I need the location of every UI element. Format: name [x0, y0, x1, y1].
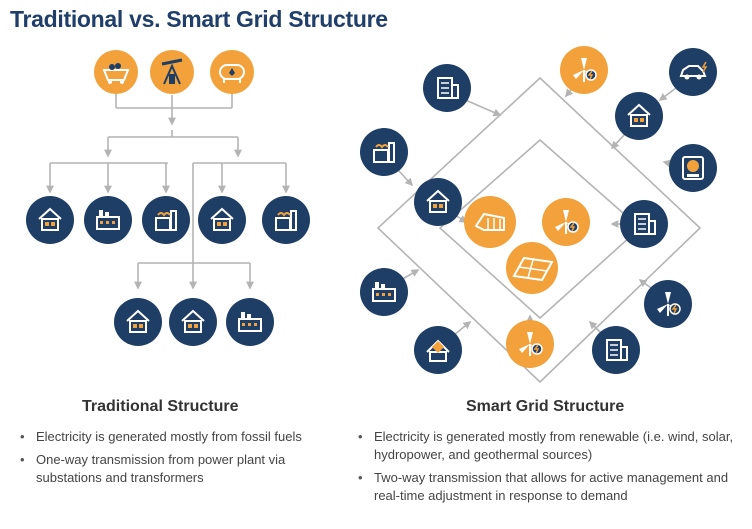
source-coal — [94, 50, 138, 94]
traditional-bullets: Electricity is generated mostly from fos… — [18, 428, 336, 492]
traditional-bullet: One-way transmission from power plant vi… — [18, 451, 336, 487]
traditional-connectors — [46, 93, 290, 290]
traditional-consumer — [169, 298, 217, 346]
source-gas — [210, 50, 254, 94]
traditional-heading: Traditional Structure — [82, 398, 239, 415]
renewable-hydro — [464, 196, 516, 248]
renewable-wind-center — [542, 198, 590, 246]
smart-consumer — [414, 178, 462, 226]
smart-consumer — [360, 268, 408, 316]
renewable-wind-top — [560, 46, 608, 94]
traditional-consumer — [142, 196, 190, 244]
traditional-consumer — [84, 196, 132, 244]
page-title: Traditional vs. Smart Grid Structure — [10, 6, 388, 32]
smart-consumer — [644, 280, 692, 328]
renewable-wind-bottom — [506, 320, 554, 368]
smart-bullet: Two-way transmission that allows for act… — [356, 469, 740, 505]
smart-bullets: Electricity is generated mostly from ren… — [356, 428, 740, 510]
smart-consumer — [360, 128, 408, 176]
smart-consumer — [669, 48, 717, 96]
smart-bullet: Electricity is generated mostly from ren… — [356, 428, 740, 464]
smart-consumer — [620, 200, 668, 248]
traditional-consumer — [114, 298, 162, 346]
traditional-consumer — [198, 196, 246, 244]
traditional-consumer — [226, 298, 274, 346]
traditional-bullet: Electricity is generated mostly from fos… — [18, 428, 336, 446]
traditional-consumer — [262, 196, 310, 244]
traditional-consumer — [26, 196, 74, 244]
renewable-solar — [506, 242, 558, 294]
smart-consumer — [592, 326, 640, 374]
smart-consumer — [423, 64, 471, 112]
smart-consumer — [414, 326, 462, 374]
source-oil — [150, 50, 194, 94]
smart-consumer — [615, 92, 663, 140]
smart-consumer — [669, 144, 717, 192]
smart-heading: Smart Grid Structure — [466, 398, 625, 415]
